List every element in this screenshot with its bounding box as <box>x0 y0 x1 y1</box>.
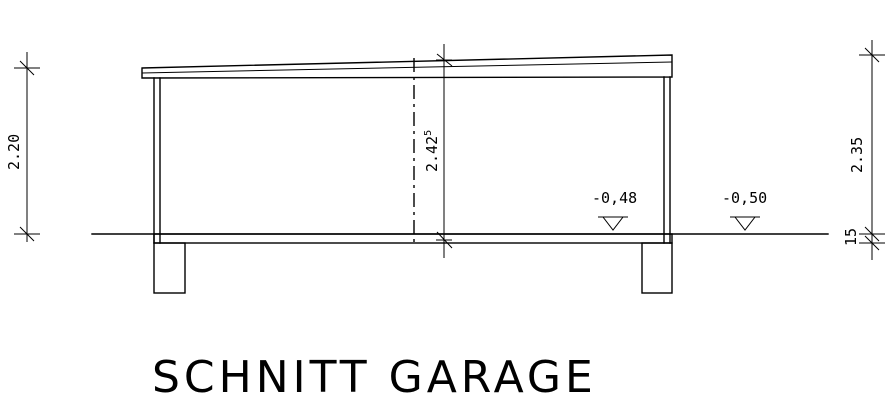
floor-slab <box>153 233 673 244</box>
floor-level-marker <box>598 216 628 231</box>
right-height-label: 2.35 <box>848 137 866 173</box>
right-base-label: 15 <box>842 228 860 246</box>
terrain-level-marker <box>730 216 760 231</box>
left-foundation <box>153 242 186 294</box>
left-height-dimension <box>14 52 40 242</box>
right-height-dimension <box>859 40 885 260</box>
drawing-title: SCHNITT GARAGE <box>152 352 597 403</box>
center-height-dimension <box>436 44 453 258</box>
roof-slab <box>141 54 673 79</box>
right-foundation <box>641 242 673 294</box>
left-height-label: 2.20 <box>5 134 23 170</box>
left-wall <box>153 77 161 244</box>
floor-level-label: -0,48 <box>592 189 637 207</box>
center-height-label: 2.425 <box>423 130 441 172</box>
right-wall <box>663 76 671 244</box>
terrain-level-label: -0,50 <box>722 189 767 207</box>
